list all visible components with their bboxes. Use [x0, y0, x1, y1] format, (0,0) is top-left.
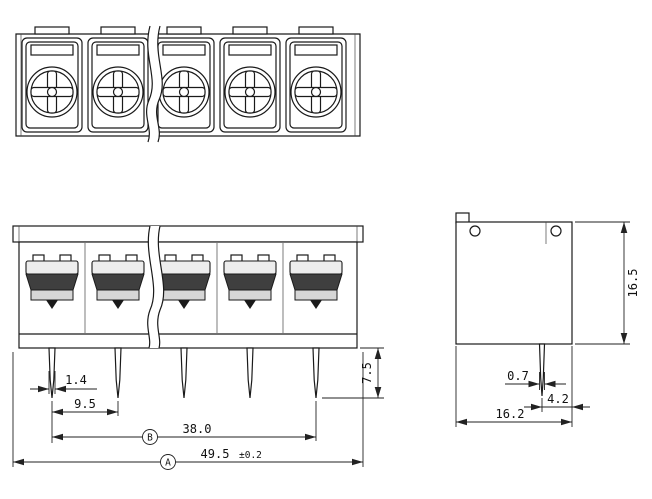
screw-terminal-2	[87, 26, 149, 133]
dim-text-depth: 16.2	[496, 407, 525, 421]
dim-pitch: 9.5	[51, 397, 119, 443]
side-view	[455, 212, 573, 397]
solder-pin-3	[180, 347, 188, 399]
front-dimensions: 1.4 9.5 B 38.0 A 49.5 ±0.2	[12, 347, 384, 470]
break-line	[145, 25, 153, 143]
side-dimensions: 16.5 0.7 4.2 16.2	[455, 221, 640, 427]
dim-text-pin-thickness: 0.7	[507, 369, 529, 383]
dim-height: 16.5	[575, 221, 640, 345]
screw-terminal-1	[21, 26, 83, 133]
side-body	[455, 221, 573, 345]
top-view	[15, 25, 361, 143]
dim-text-pin-to-edge: 4.2	[547, 392, 569, 406]
dim-pin-width: 1.4	[30, 371, 97, 394]
dim-text-pin-length: 7.5	[360, 362, 374, 384]
solder-pin-2	[114, 347, 122, 399]
break-line	[155, 25, 163, 143]
side-solder-pin	[538, 343, 546, 397]
screw-terminal-3	[153, 26, 215, 133]
datum-circle-a	[160, 454, 176, 470]
datum-label-b: B	[147, 433, 153, 444]
dim-pin-to-edge: 4.2	[524, 346, 590, 427]
datum-circle-b	[142, 429, 158, 445]
dim-text-span: 38.0	[183, 422, 212, 436]
dim-text-pin-width: 1.4	[65, 373, 87, 387]
dim-text-height: 16.5	[626, 269, 640, 298]
break-gap	[147, 226, 164, 348]
dim-text-overall: 49.5	[201, 447, 230, 461]
top-cap	[12, 225, 364, 243]
housing-outline-left	[15, 33, 151, 137]
mounting-hole	[469, 225, 481, 237]
dim-overall: A 49.5 ±0.2	[12, 352, 364, 470]
screw-terminal-4	[219, 26, 281, 133]
dim-text-overall-tolerance: ±0.2	[239, 450, 262, 461]
solder-pin-4	[246, 347, 254, 399]
dim-depth: 16.2	[455, 346, 572, 427]
dim-pin-thickness: 0.7	[505, 369, 566, 390]
dim-span: B 38.0	[52, 401, 317, 445]
screw-terminal-5	[285, 26, 347, 133]
break-line	[147, 225, 155, 349]
dim-pin-length: 7.5	[322, 347, 384, 399]
datum-label-a: A	[165, 458, 171, 469]
solder-pin-1	[48, 347, 56, 399]
dim-text-pitch: 9.5	[74, 397, 96, 411]
solder-pin-5	[312, 347, 320, 399]
front-view	[12, 225, 364, 399]
break-line	[157, 225, 165, 349]
mounting-hole	[550, 225, 562, 237]
